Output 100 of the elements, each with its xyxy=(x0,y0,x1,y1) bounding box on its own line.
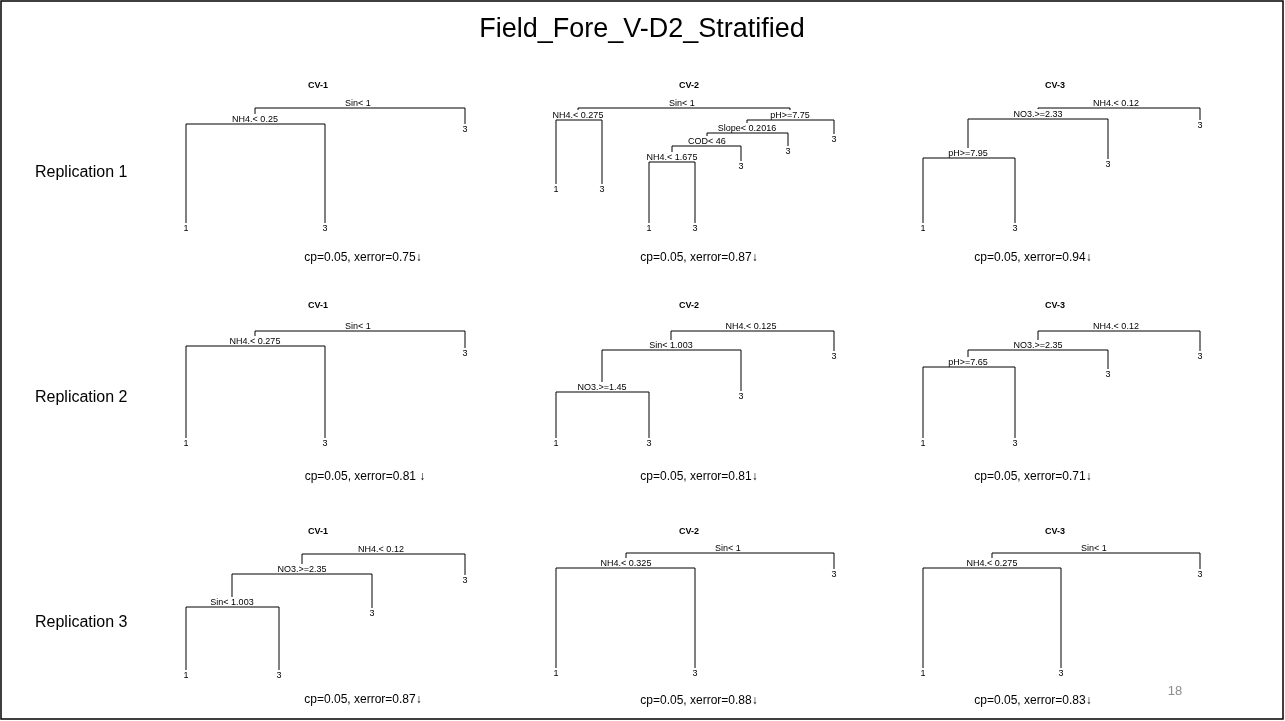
tree-caption: cp=0.05, xerror=0.88↓ xyxy=(640,692,758,708)
tree-caption: cp=0.05, xerror=0.87↓ xyxy=(304,691,422,707)
split-label: Sin< 1.003 xyxy=(649,340,693,350)
tree-title: CV-1 xyxy=(308,525,328,537)
tree-title: CV-3 xyxy=(1045,299,1065,311)
tree-branch xyxy=(967,349,1039,358)
tree-branch xyxy=(1093,552,1201,570)
split-label: pH>=7.65 xyxy=(948,357,988,367)
leaf-label: 3 xyxy=(276,670,282,680)
tree-title: CV-1 xyxy=(308,299,328,311)
leaf-label: 1 xyxy=(183,223,189,233)
leaf-label: 3 xyxy=(692,223,698,233)
split-label: COD< 46 xyxy=(688,136,726,146)
row-label: Replication 2 xyxy=(35,387,128,407)
tree-branch xyxy=(625,567,696,669)
tree-branch xyxy=(1037,349,1109,370)
tree-branch xyxy=(967,157,1016,224)
tree-branch xyxy=(706,145,742,162)
split-label: Sin< 1 xyxy=(1081,543,1107,553)
leaf-label: 3 xyxy=(1012,438,1018,448)
tree-branch xyxy=(555,567,627,669)
split-label: Sin< 1.003 xyxy=(210,597,254,607)
leaf-label: 3 xyxy=(738,391,744,401)
tree-branch xyxy=(991,567,1062,669)
tree-branch xyxy=(254,107,359,115)
tree-caption: cp=0.05, xerror=0.81↓ xyxy=(640,468,758,484)
tree-branch xyxy=(555,391,603,439)
tree-branch xyxy=(601,349,672,383)
leaf-label: 3 xyxy=(369,608,375,618)
tree-branch xyxy=(185,123,256,224)
tree-branch xyxy=(231,573,303,598)
tree-branch xyxy=(746,132,789,147)
split-label: Sin< 1 xyxy=(715,543,741,553)
tree-branch xyxy=(648,161,673,224)
leaf-label: 3 xyxy=(462,575,468,585)
tree-branch xyxy=(254,345,326,439)
leaf-label: 3 xyxy=(646,438,652,448)
split-label: NH4.< 0.125 xyxy=(725,321,777,331)
split-label: NO3.>=2.35 xyxy=(277,564,327,574)
leaf-label: 3 xyxy=(785,146,791,156)
split-label: NH4.< 0.325 xyxy=(600,558,652,568)
tree-branch xyxy=(357,107,466,125)
split-label: NH4.< 0.12 xyxy=(358,544,404,554)
tree-title: CV-3 xyxy=(1045,79,1065,91)
tree-branch xyxy=(577,107,683,111)
leaf-label: 3 xyxy=(1197,569,1203,579)
tree-title: CV-2 xyxy=(679,79,699,91)
leaf-label: 3 xyxy=(462,124,468,134)
split-label: NH4.< 0.275 xyxy=(229,336,281,346)
split-label: NH4.< 0.275 xyxy=(552,110,604,120)
tree-caption: cp=0.05, xerror=0.83↓ xyxy=(974,692,1092,708)
tree-branch xyxy=(380,553,466,576)
split-label: NH4.< 0.12 xyxy=(1093,98,1139,108)
row-label: Replication 3 xyxy=(35,612,128,632)
leaf-label: 3 xyxy=(831,569,837,579)
tree-branch xyxy=(185,606,233,671)
tree-branch xyxy=(577,119,603,185)
split-label: pH>=7.95 xyxy=(948,148,988,158)
row-label: Replication 1 xyxy=(35,162,128,182)
tree-branch xyxy=(625,552,729,559)
tree-branch xyxy=(1037,118,1109,160)
split-label: NO3.>=2.35 xyxy=(1013,340,1063,350)
leaf-label: 1 xyxy=(920,668,926,678)
leaf-label: 3 xyxy=(1105,369,1111,379)
tree-branch xyxy=(670,349,742,392)
tree-branch xyxy=(601,391,650,439)
tree-branch xyxy=(967,366,1016,439)
page-number: 18 xyxy=(1167,683,1183,699)
tree-branch xyxy=(750,330,835,352)
tree-branch xyxy=(1037,330,1117,341)
tree-branch xyxy=(231,606,280,671)
leaf-label: 3 xyxy=(1197,120,1203,130)
leaf-label: 1 xyxy=(183,670,189,680)
leaf-label: 1 xyxy=(646,223,652,233)
split-label: NH4.< 0.12 xyxy=(1093,321,1139,331)
tree-title: CV-2 xyxy=(679,299,699,311)
tree-branch xyxy=(727,552,835,570)
leaf-label: 3 xyxy=(599,184,605,194)
leaf-label: 1 xyxy=(553,438,559,448)
tree-branch xyxy=(681,107,791,111)
split-label: NH4.< 0.275 xyxy=(966,558,1018,568)
split-label: Slope< 0.2016 xyxy=(717,123,777,133)
tree-branch xyxy=(555,119,579,185)
tree-branch xyxy=(671,161,696,224)
leaf-label: 1 xyxy=(183,438,189,448)
tree-branch xyxy=(254,330,359,337)
split-label: NO3.>=1.45 xyxy=(577,382,627,392)
leaf-label: 3 xyxy=(1105,159,1111,169)
tree-branch xyxy=(706,132,748,137)
leaf-label: 3 xyxy=(322,438,328,448)
split-label: Sin< 1 xyxy=(345,321,371,331)
split-label: NO3.>=2.33 xyxy=(1013,109,1063,119)
split-label: pH>=7.75 xyxy=(770,110,810,120)
tree-caption: cp=0.05, xerror=0.75↓ xyxy=(304,249,422,265)
tree-branch xyxy=(746,119,791,124)
leaf-label: 3 xyxy=(1058,668,1064,678)
leaf-label: 1 xyxy=(553,184,559,194)
tree-branch xyxy=(670,330,752,341)
leaf-label: 1 xyxy=(553,668,559,678)
leaf-label: 3 xyxy=(1197,351,1203,361)
